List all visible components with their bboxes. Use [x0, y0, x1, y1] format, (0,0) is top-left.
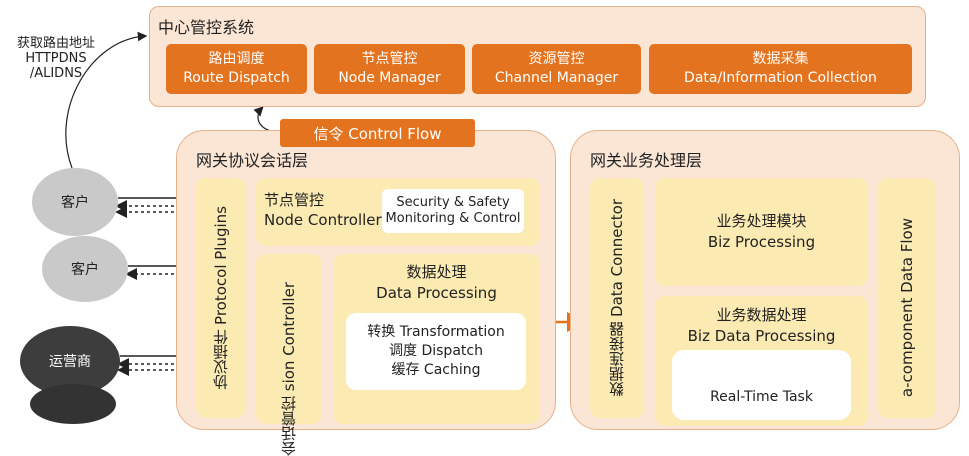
route-dispatch-module[interactable]: 路由调度 Route Dispatch: [166, 44, 307, 94]
security-line-2: Monitoring & Control: [385, 211, 521, 226]
client-node-1[interactable]: 客户: [32, 168, 118, 236]
module-en-label: Node Manager: [338, 70, 441, 86]
client-1-label: 客户: [61, 195, 89, 211]
biz-data-processing-en: Biz Data Processing: [687, 327, 836, 345]
control-flow-label: 信令 Control Flow: [280, 119, 475, 147]
dp-item-caching: 缓存 Caching: [391, 362, 481, 378]
dns-label: 获取路由地址 HTTPDNS /ALIDNS: [6, 36, 106, 81]
biz-processing-block[interactable]: 业务处理模块 Biz Processing: [655, 178, 868, 286]
session-controller-label: 会话管控 sion Controller: [280, 282, 298, 456]
inter-component-data-flow-block[interactable]: a-component Data Flow: [878, 178, 936, 418]
data-processing-title: 数据处理 Data Processing: [333, 262, 540, 304]
data-connector-label: 数据连接器 Data Connector: [608, 199, 626, 397]
gateway-session-title: 网关协议会话层: [196, 151, 309, 170]
data-connector-block[interactable]: 数据连接器 Data Connector: [590, 178, 644, 418]
biz-processing-en: Biz Processing: [707, 233, 816, 251]
module-en-label: Route Dispatch: [183, 70, 290, 86]
node-controller-en: Node Controller: [264, 211, 382, 229]
dns-line-3: /ALIDNS: [29, 66, 83, 81]
realtime-task-label: Real-Time Task: [710, 389, 813, 405]
dp-item-transformation: 转换 Transformation: [367, 324, 505, 340]
module-en-label: Channel Manager: [494, 70, 619, 86]
node-manager-module[interactable]: 节点管控 Node Manager: [314, 44, 465, 94]
security-line-1: Security & Safety: [396, 195, 510, 210]
node-controller-cn: 节点管控: [264, 191, 325, 209]
operator-node[interactable]: 运营商: [20, 326, 120, 396]
dns-arrow: [65, 31, 148, 169]
data-processing-cn: 数据处理: [406, 263, 467, 281]
security-monitoring-box[interactable]: Security & Safety Monitoring & Control: [382, 189, 524, 233]
module-cn-label: 节点管控: [361, 51, 418, 67]
client-node-2[interactable]: 客户: [42, 236, 128, 302]
protocol-plugins-block[interactable]: 协议插件 Protocol Plugins: [196, 178, 246, 418]
central-system-title: 中心管控系统: [158, 18, 255, 37]
module-en-label: Data/Information Collection: [684, 70, 877, 86]
session-controller-block[interactable]: 会话管控 sion Controller: [256, 254, 322, 456]
module-cn-label: 数据采集: [752, 51, 809, 67]
gateway-biz-title: 网关业务处理层: [590, 151, 703, 170]
data-processing-items: 转换 Transformation 调度 Dispatch 缓存 Caching: [346, 313, 526, 390]
module-cn-label: 资源管控: [528, 51, 585, 67]
protocol-plugins-label: 协议插件 Protocol Plugins: [212, 206, 230, 390]
node-controller-label: 节点管控 Node Controller: [264, 190, 382, 230]
data-processing-en: Data Processing: [376, 284, 497, 302]
biz-data-processing-title: 业务数据处理 Biz Data Processing: [655, 305, 868, 347]
realtime-task-box[interactable]: [672, 350, 851, 420]
dns-line-2: HTTPDNS: [25, 51, 87, 66]
operator-node-2[interactable]: [30, 384, 116, 424]
dns-line-1: 获取路由地址: [16, 36, 95, 51]
inter-component-label: a-component Data Flow: [898, 218, 916, 398]
module-cn-label: 路由调度: [208, 51, 265, 67]
client-2-label: 客户: [71, 262, 99, 278]
operator-label: 运营商: [49, 354, 91, 370]
biz-processing-cn: 业务处理模块: [716, 212, 807, 230]
dp-item-dispatch: 调度 Dispatch: [389, 343, 483, 359]
biz-data-processing-cn: 业务数据处理: [716, 306, 807, 324]
data-collection-module[interactable]: 数据采集 Data/Information Collection: [649, 44, 912, 94]
channel-manager-module[interactable]: 资源管控 Channel Manager: [472, 44, 641, 94]
